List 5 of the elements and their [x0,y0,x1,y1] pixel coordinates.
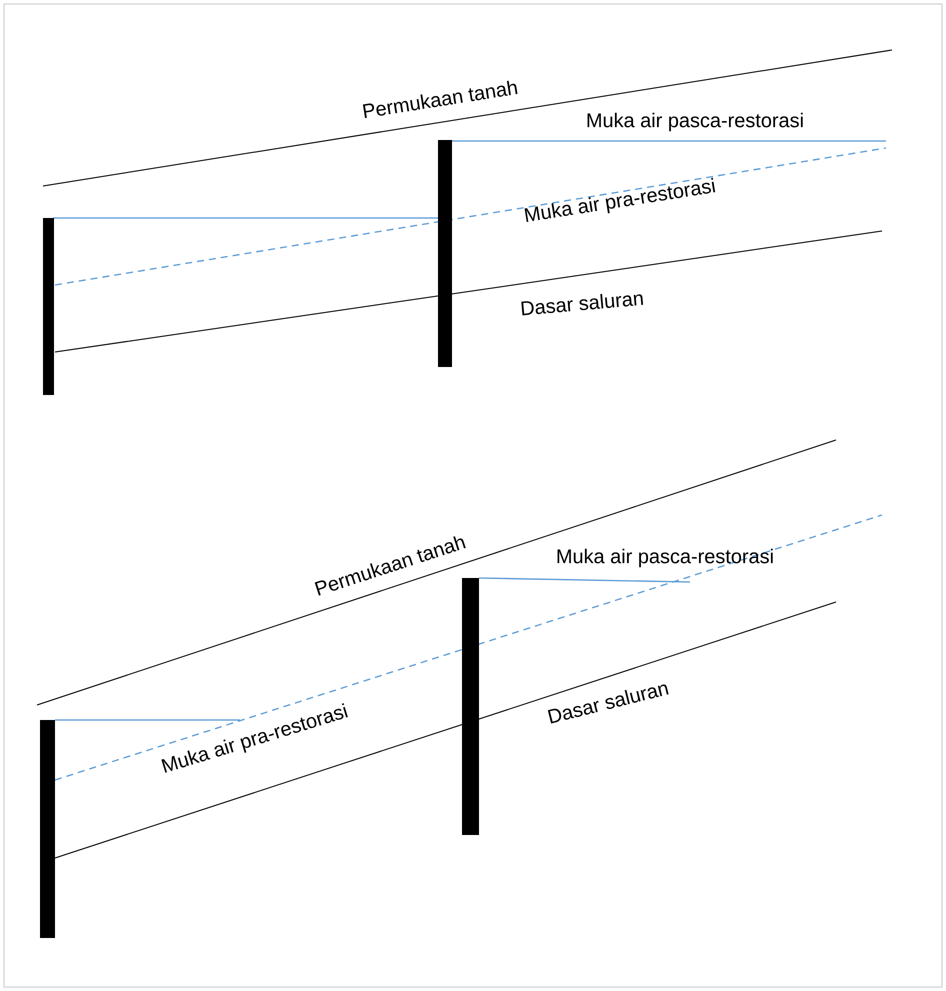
line-label: Dasar saluran [521,294,644,316]
line-label: Muka air pasca-restorasi [558,548,773,568]
line-label: Permukaan tanah [362,80,518,118]
line-label: Muka air pasca-restorasi [588,112,803,132]
line-label: Dasar saluran [548,684,669,724]
